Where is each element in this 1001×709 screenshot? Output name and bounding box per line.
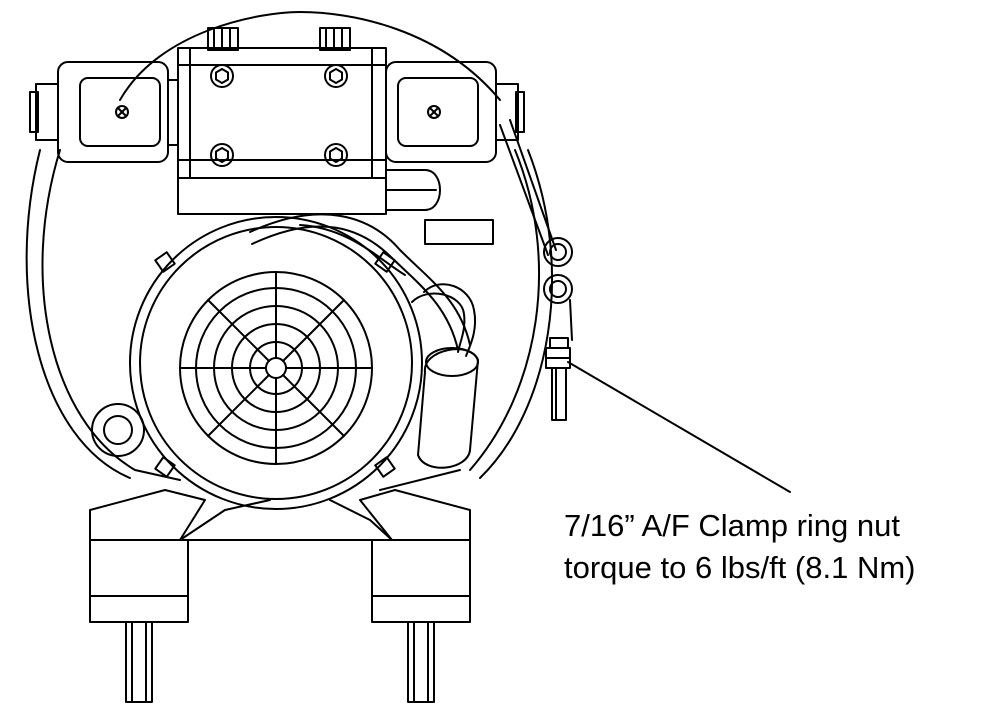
cable-gland [417,347,479,469]
left-mounting-lug [91,403,145,457]
clamp-ring-nut [545,337,571,421]
fan-guard-grille [179,271,373,465]
clamp-ring-band [499,119,573,341]
valve-bolt [210,143,234,167]
callout-leader-line [567,361,791,493]
callout-line-2: torque to 6 lbs/ft (8.1 Nm) [564,550,916,585]
callout-line-1: 7/16” A/F Clamp ring nut [564,508,900,543]
cable-harness [249,213,476,357]
valve-bolt [210,64,234,88]
housing-disc [25,11,554,491]
valve-bolt [324,64,348,88]
right-solenoid-coil [385,61,525,163]
base-bracket [89,489,471,703]
solenoid-valve-block [177,27,441,215]
clamp-nut-callout: 7/16” A/F Clamp ring nut torque to 6 lbs… [564,505,915,589]
valve-bolt [324,143,348,167]
motor-body [129,216,423,510]
left-solenoid-coil [29,61,179,163]
